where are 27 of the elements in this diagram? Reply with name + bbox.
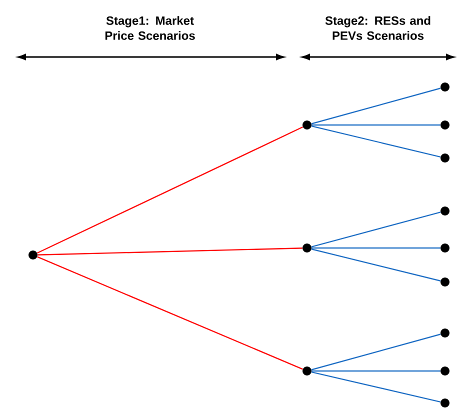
tree-node <box>440 120 450 130</box>
tree-branch <box>311 88 441 124</box>
tree-node <box>302 366 312 376</box>
tree-node <box>28 250 38 260</box>
tree-node <box>440 82 450 92</box>
tree-branch <box>311 212 441 248</box>
tree-branch <box>37 256 303 370</box>
tree-branch <box>311 371 441 403</box>
tree-branch <box>38 248 302 256</box>
stage-heading: Stage2: RESs and PEVs Scenarios <box>325 16 430 40</box>
tree-branch <box>312 370 440 372</box>
tree-node <box>440 244 450 252</box>
tree-node <box>440 154 450 162</box>
tree-branch <box>311 126 441 158</box>
tree-node <box>440 398 450 408</box>
tree-node <box>440 328 450 338</box>
stage-heading: Stage1: Market Price Scenarios <box>105 16 195 40</box>
tree-node <box>440 278 450 286</box>
tree-branch <box>311 334 441 370</box>
tree-branch <box>312 247 440 249</box>
tree-node <box>302 244 312 252</box>
tree-branch <box>311 248 441 282</box>
tree-branch <box>37 126 304 254</box>
tree-node <box>302 120 312 130</box>
tree-node <box>440 366 450 376</box>
tree-branch <box>312 124 440 126</box>
tree-node <box>440 206 450 216</box>
